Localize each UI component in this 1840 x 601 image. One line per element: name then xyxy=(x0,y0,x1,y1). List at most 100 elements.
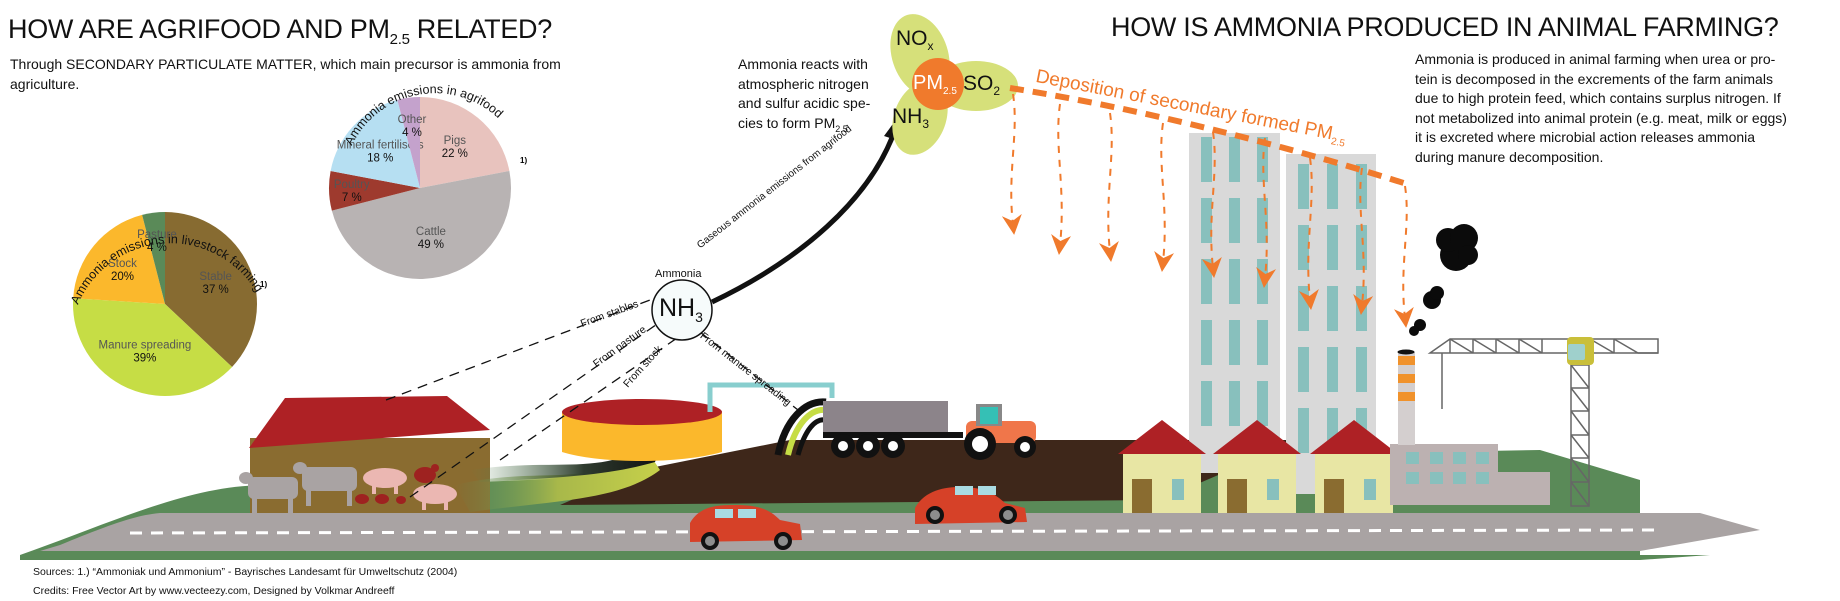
plowed-field xyxy=(560,440,1300,505)
pie-value-label: 20% xyxy=(111,271,134,283)
cow xyxy=(239,472,298,513)
smoke xyxy=(1409,224,1478,336)
tower-window xyxy=(1327,347,1338,392)
left-subtitle: Through SECONDARY PARTICULATE MATTER, wh… xyxy=(10,56,561,92)
reaction-note-line: atmospheric nitrogen xyxy=(738,75,869,92)
right-body: Ammonia is produced in animal farming wh… xyxy=(1415,50,1840,167)
pm25-subscript: 2.5 xyxy=(943,86,957,97)
road-markings xyxy=(129,528,1661,535)
manure-spreading-line xyxy=(699,331,799,411)
crane-cab-window xyxy=(1568,344,1585,360)
tower-window xyxy=(1327,225,1338,270)
pie-value-label: 22 % xyxy=(442,148,468,160)
car xyxy=(690,505,802,550)
deposition-label-subscript: 2.5 xyxy=(1329,136,1346,150)
tower-window xyxy=(1356,164,1367,209)
tower-window xyxy=(1257,320,1268,365)
pie-label: Mineral fertilisers xyxy=(337,140,424,152)
tower-window xyxy=(1201,137,1212,182)
nox-label: NOx xyxy=(896,27,934,53)
pie-value-label: 37 % xyxy=(203,284,229,296)
deposition-arrow xyxy=(1001,93,1022,235)
slurry-tank xyxy=(562,399,722,461)
pig xyxy=(413,484,457,510)
right-title: HOW IS AMMONIA PRODUCED IN ANIMAL FARMIN… xyxy=(1111,12,1779,42)
pie-agrifood-footnote: 1) xyxy=(520,156,527,165)
tower-window xyxy=(1229,320,1240,365)
pie-livestock-footnote: 1) xyxy=(260,280,267,289)
right-body-line: not metabolized into animal protein (e.g… xyxy=(1415,109,1787,126)
pie-slice-poultry xyxy=(329,170,420,211)
pie-label: Manure spreading xyxy=(99,339,192,351)
deposition-arrow xyxy=(1051,103,1071,255)
right-body-line: Ammonia is produced in animal farming wh… xyxy=(1415,51,1776,67)
pie-value-label: 7 % xyxy=(342,192,362,204)
tractor xyxy=(964,404,1036,460)
chickens xyxy=(355,494,406,504)
pie-label: Cattle xyxy=(416,226,446,238)
pie-label: Poultry xyxy=(334,179,370,191)
rooster xyxy=(414,464,439,483)
tower-window xyxy=(1229,137,1240,182)
pie-slice-stock xyxy=(73,214,165,304)
pie-slice-other xyxy=(397,97,420,188)
nh3-hub-formula: NH3 xyxy=(659,294,703,325)
nh3-hub-subscript: 3 xyxy=(695,309,703,325)
nox-subscript: x xyxy=(927,39,934,54)
house xyxy=(1118,420,1206,513)
pie-label: Pasture xyxy=(137,229,177,241)
tower-window xyxy=(1356,225,1367,270)
right-body-line: tein is decomposed in the excrements of … xyxy=(1415,70,1773,87)
pie-label: Pigs xyxy=(444,135,467,147)
pig xyxy=(363,468,407,494)
right-body-line: during manure decomposition. xyxy=(1415,148,1604,165)
tower-window xyxy=(1229,381,1240,426)
pie-value-label: 49 % xyxy=(418,239,444,251)
reaction-note: Ammonia reacts with atmospheric nitrogen… xyxy=(738,55,898,139)
pie-value-label: 18 % xyxy=(367,153,393,165)
tower-window xyxy=(1298,408,1309,453)
pie-value-label: 4 % xyxy=(402,127,422,139)
deposition-arrow xyxy=(1393,185,1414,328)
source-lines xyxy=(385,299,799,498)
nh3-label: NH3 xyxy=(892,105,929,131)
deposition-arrow xyxy=(1256,137,1277,288)
nox-text: NO xyxy=(896,27,928,50)
pm25-label: PM2.5 xyxy=(913,72,957,97)
left-title-suffix: RELATED? xyxy=(409,14,552,44)
stables-line xyxy=(385,299,651,401)
tower-window xyxy=(1257,381,1268,426)
house xyxy=(1310,420,1398,513)
tower-window xyxy=(1201,198,1212,243)
left-title: HOW ARE AGRIFOOD AND PM2.5 RELATED? xyxy=(8,14,552,48)
pie-value-label: 39% xyxy=(133,352,156,364)
left-title-subscript: 2.5 xyxy=(389,31,410,48)
right-body-line: it is excreted where microbial action re… xyxy=(1415,129,1756,145)
pie-slice-manure-spreading xyxy=(72,298,233,396)
stock-line xyxy=(499,335,681,461)
cow xyxy=(293,462,357,506)
pie-slice-stable xyxy=(165,212,257,367)
right-body-line: due to high protein feed, which contains… xyxy=(1415,90,1781,106)
tower-window xyxy=(1229,198,1240,243)
so2-label: SO2 xyxy=(963,72,1000,98)
tower-window xyxy=(1327,408,1338,453)
molecule-cluster xyxy=(890,14,1018,155)
tower-window xyxy=(1298,347,1309,392)
tower-window xyxy=(1327,164,1338,209)
factory xyxy=(1390,444,1550,505)
nh3-hub-text: NH xyxy=(659,294,696,322)
deposition-arrow xyxy=(1201,131,1222,278)
tower-window xyxy=(1229,259,1240,304)
tower-window xyxy=(1257,137,1268,182)
deposition-arrows xyxy=(1001,93,1414,328)
ammonia-label: Ammonia xyxy=(655,268,702,280)
pie-slice-pigs xyxy=(420,97,510,188)
pie-slice-cattle xyxy=(331,170,512,280)
emission-arrow xyxy=(710,129,898,305)
crane xyxy=(1427,338,1659,507)
nh3-hub-circle xyxy=(651,279,713,341)
pie-slice-mineral-fertilisers xyxy=(330,99,420,188)
left-title-text: HOW ARE AGRIFOOD AND PM xyxy=(8,14,390,44)
